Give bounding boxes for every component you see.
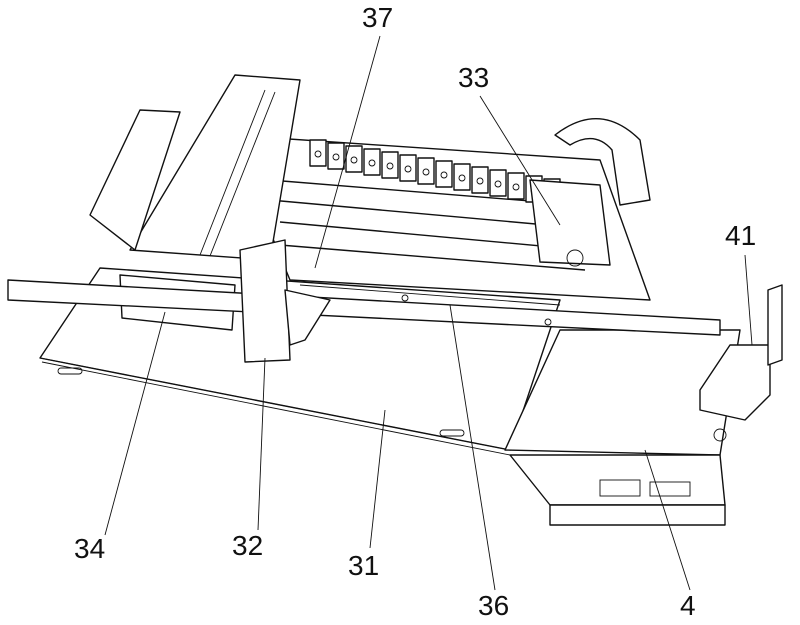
chain-pin <box>314 150 322 158</box>
label-34: 34 <box>74 533 106 564</box>
bracket-41 <box>699 344 771 421</box>
chain-pin <box>386 162 394 170</box>
label-41: 41 <box>725 220 757 251</box>
block-32 <box>239 239 291 363</box>
chain-pin <box>512 183 520 191</box>
bar-36 <box>7 279 721 336</box>
label-31: 31 <box>348 550 380 581</box>
chain-pin <box>440 171 448 179</box>
rollers <box>269 179 586 271</box>
chain-link <box>435 160 453 188</box>
label-4: 4 <box>680 590 696 621</box>
chain-link <box>489 169 507 197</box>
chain-link <box>381 151 399 179</box>
chain-pin <box>458 174 466 182</box>
end-block-33 <box>529 179 611 266</box>
label-33: 33 <box>458 62 490 93</box>
label-37: 37 <box>362 2 394 33</box>
chain-pin <box>350 156 358 164</box>
chain-pin <box>368 159 376 167</box>
chain-pin <box>404 165 412 173</box>
chain-link <box>417 157 435 185</box>
chain-link <box>399 154 417 182</box>
chain-link <box>507 172 525 200</box>
label-36: 36 <box>478 590 510 621</box>
chain-link <box>309 139 327 167</box>
chain-link <box>453 163 471 191</box>
chain-pin <box>494 180 502 188</box>
chain-pin <box>332 153 340 161</box>
chain-link <box>471 166 489 194</box>
chain-link <box>327 142 345 170</box>
chain-link <box>363 148 381 176</box>
label-32: 32 <box>232 530 264 561</box>
chain-pin <box>422 168 430 176</box>
plate-4 <box>504 329 741 456</box>
leader-lines <box>104 35 753 591</box>
chain-pin <box>476 177 484 185</box>
